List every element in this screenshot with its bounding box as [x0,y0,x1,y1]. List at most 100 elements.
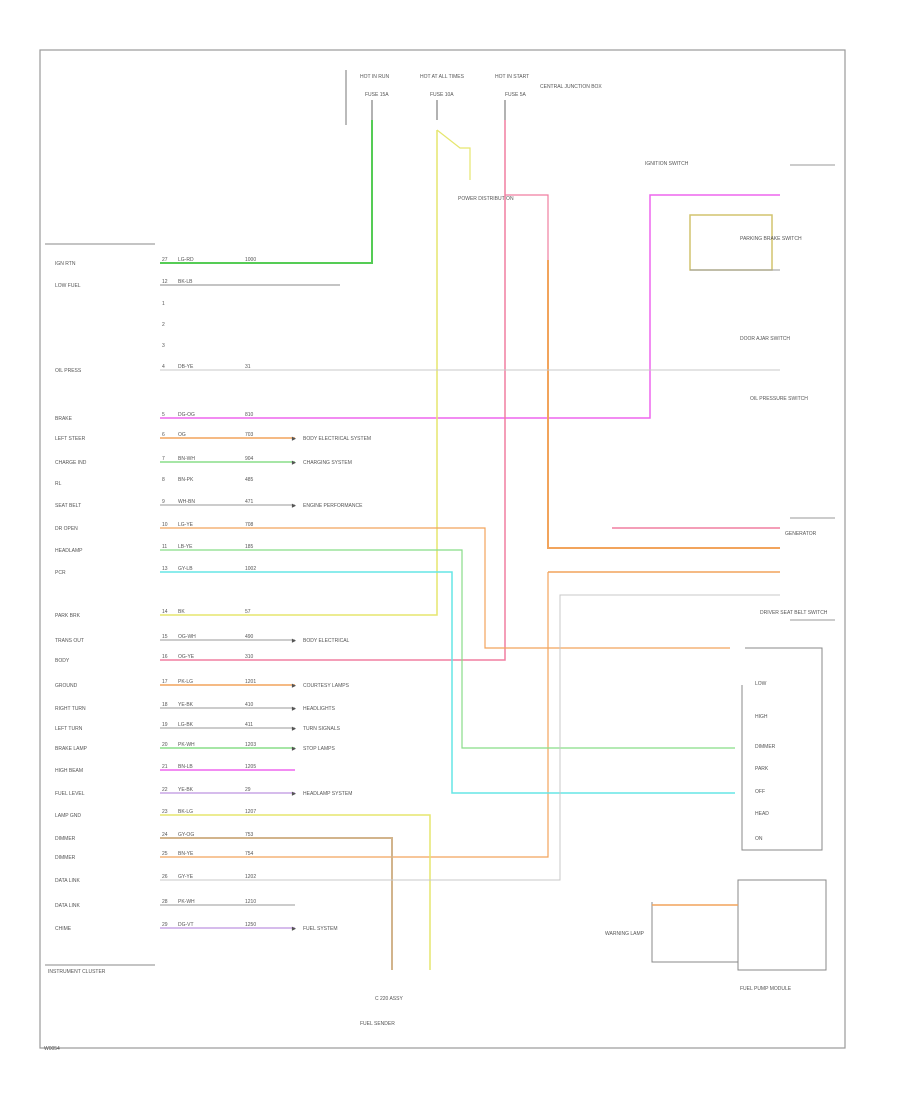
cluster-pin-name: PCR [55,570,66,576]
fuel-pump-label: FUEL PUMP MODULE [740,986,792,992]
cluster-pin-name: PARK BRK [55,613,81,619]
cluster-pin-name: DATA LINK [55,878,80,884]
cluster-pin-number: 4 [162,364,165,370]
wire-orange-seatbelt [160,527,730,649]
connector-arrow-icon: ▶ [291,638,297,644]
wire-color-code: LB-YE [178,544,193,550]
wire-color-code: BN-LB [178,764,193,770]
wire-color-code: YE-BK [178,787,194,793]
wire-tan [160,837,393,970]
connector-arrow-icon: ▶ [291,683,297,689]
connector-arrow-icon: ▶ [291,460,297,466]
generator-label: GENERATOR [785,531,817,537]
circuit-number: 1210 [245,899,256,905]
circuit-number: 753 [245,832,254,838]
headlamp-pin-label: HEAD [755,811,769,817]
cluster-pin-number: 15 [162,634,168,640]
fuse-always-label: HOT AT ALL TIMES [420,74,465,80]
circuit-number: 29 [245,787,251,793]
circuit-number: 904 [245,456,254,462]
cluster-pin-number: 24 [162,832,168,838]
cluster-pin-name: RL [55,481,62,487]
left-target-group: ▶BODY ELECTRICAL SYSTEM▶CHARGING SYSTEM▶… [291,436,371,932]
wire-color-code: GY-OG [178,832,194,838]
wire-pink [160,120,506,661]
cluster-label: INSTRUMENT CLUSTER [48,969,106,975]
cluster-pin-name: LEFT STEER [55,436,86,442]
cluster-pin-name: RIGHT TURN [55,706,86,712]
target-system-label: COURTESY LAMPS [303,683,350,689]
circuit-number: 1203 [245,742,256,748]
wire-green [160,120,373,264]
circuit-number: 703 [245,432,254,438]
circuit-number: 810 [245,412,254,418]
circuit-number: 490 [245,634,254,640]
wire-color-code: DG-OG [178,412,195,418]
cluster-pin-number: 17 [162,679,168,685]
cluster-pin-name: BRAKE LAMP [55,746,88,752]
target-system-label: HEADLAMP SYSTEM [303,791,352,797]
target-system-label: CHARGING SYSTEM [303,460,352,466]
connector-arrow-icon: ▶ [291,791,297,797]
connector-arrow-icon: ▶ [291,726,297,732]
seat-label: DRIVER SEAT BELT SWITCH [760,610,828,616]
ignition-label: IGNITION SWITCH [645,161,689,167]
wire-color-code: BK [178,609,185,615]
fuse-always-size: FUSE 10A [430,92,454,98]
wire-color-code: DB-YE [178,364,194,370]
circuit-number: 310 [245,654,254,660]
cluster-pin-name: DIMMER [55,836,76,842]
connector-arrow-icon: ▶ [291,746,297,752]
wire-color-code: WH-BN [178,499,195,505]
cluster-pin-name: CHIME [55,926,72,932]
cluster-pin-number: 25 [162,851,168,857]
cluster-pin-name: FUEL LEVEL [55,791,85,797]
cluster-pin-number: 2 [162,322,165,328]
target-system-label: HEADLIGHTS [303,706,336,712]
warning-lamp-label: WARNING LAMP [605,931,645,937]
bottom-connector-label: C 220 ASSY [375,996,403,1002]
target-system-label: BODY ELECTRICAL [303,638,350,644]
cluster-pin-number: 7 [162,456,165,462]
wire-color-code: BK-LG [178,809,193,815]
wire-yellow-feed [160,130,438,616]
central-junction-note: CENTRAL JUNCTION BOX [540,84,602,90]
connector-arrow-icon: ▶ [291,503,297,509]
wire-color-code: BK-LB [178,279,193,285]
cluster-pin-name: DR OPEN [55,526,78,532]
headlamp-pin-label: ON [755,836,763,842]
wire-color-code: LG-RD [178,257,194,263]
footer-code: W0054 [44,1046,60,1052]
cluster-pin-name: GROUND [55,683,78,689]
wire-color-code: BN-YE [178,851,194,857]
headlamp-pin-label: LOW [755,681,767,687]
target-system-label: TURN SIGNALS [303,726,341,732]
warning-lamp-wire [651,902,738,963]
cluster-pin-name: HEADLAMP [55,548,83,554]
cluster-pin-number: 26 [162,874,168,880]
power-dist-note: POWER DISTRIBUTION [458,196,514,202]
cluster-pin-number: 21 [162,764,168,770]
circuit-number: 485 [245,477,254,483]
headlamp-pin-label: HIGH [755,714,768,720]
headlamp-pin-label: DIMMER [755,744,776,750]
cluster-pin-name: DIMMER [55,855,76,861]
cluster-pin-number: 1 [162,301,165,307]
wire-color-code: PK-WH [178,742,195,748]
cluster-pin-number: 10 [162,522,168,528]
fuel-sender-label: FUEL SENDER [360,1021,395,1027]
circuit-number: 1000 [245,257,256,263]
wire-cyan [160,571,735,794]
fuse-run-label: HOT IN RUN [360,74,389,80]
circuit-number: 1205 [245,764,256,770]
headlamp-pin-label: OFF [755,789,765,795]
circuit-number: 1250 [245,922,256,928]
target-system-label: FUEL SYSTEM [303,926,338,932]
door-switch-label: DOOR AJAR SWITCH [740,336,790,342]
connector-arrow-icon: ▶ [291,926,297,932]
cluster-pin-number: 9 [162,499,165,505]
brake-switch-box [689,214,773,271]
